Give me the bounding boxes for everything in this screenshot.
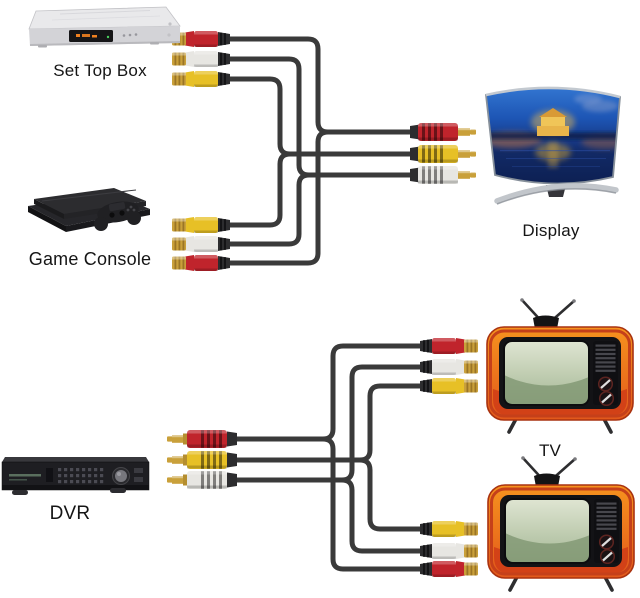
- dvr-label: DVR: [49, 503, 91, 524]
- cable-red-console-to-display: [228, 129, 352, 266]
- cable-white-dvr-to-tv2: [322, 477, 424, 554]
- set-top-box-image: [28, 6, 181, 48]
- rca-plug-white-dvr: [167, 471, 237, 489]
- rca-plug-white-display: [410, 166, 476, 184]
- rca-jack-white-tv1: [420, 359, 478, 375]
- cable-yellow-dvr-to-tv1: [234, 383, 424, 463]
- rca-jack-red-tv1: [420, 338, 478, 354]
- game-console-image: [28, 188, 150, 232]
- tv-label: TV: [538, 441, 562, 460]
- rca-jack-red-console: [172, 255, 230, 271]
- cable-red-dvr-to-tv2: [300, 436, 424, 572]
- rca-jack-white-tv2: [420, 543, 478, 559]
- cable-red-dvr-to-tv1: [234, 343, 424, 442]
- rca-jack-red-tv2: [420, 561, 478, 577]
- game-console-label: Game Console: [28, 249, 152, 269]
- rca-plug-red-dvr: [167, 430, 237, 448]
- set-top-box-label: Set Top Box: [53, 61, 147, 80]
- cable-white-console-to-display: [228, 172, 332, 247]
- rca-jack-yellow-console: [172, 217, 230, 233]
- rca-jack-yellow-tv1: [420, 378, 478, 394]
- display-image: [485, 86, 621, 205]
- rca-plug-red-display: [410, 123, 476, 141]
- rca-jack-red-stb: [172, 31, 230, 47]
- rca-jack-yellow-stb: [172, 71, 230, 87]
- rca-jack-white-stb: [172, 51, 230, 67]
- cable-yellow-console-to-display: [228, 151, 312, 228]
- cable-yellow-stb-to-display: [228, 76, 414, 157]
- display-label: Display: [522, 221, 580, 240]
- cable-red-stb-to-display: [228, 36, 414, 135]
- cable-white-stb-to-display: [228, 56, 414, 178]
- tv-lower-image: [486, 454, 636, 592]
- cable-yellow-dvr-to-tv2: [344, 457, 424, 532]
- dvr-image: [1, 457, 150, 495]
- rca-jack-yellow-tv2: [420, 521, 478, 537]
- cable-bundle: [228, 36, 424, 572]
- tv-upper-image: [485, 296, 635, 434]
- rca-plug-yellow-display: [410, 145, 476, 163]
- rca-jack-white-console: [172, 236, 230, 252]
- rca-plug-yellow-dvr: [167, 451, 237, 469]
